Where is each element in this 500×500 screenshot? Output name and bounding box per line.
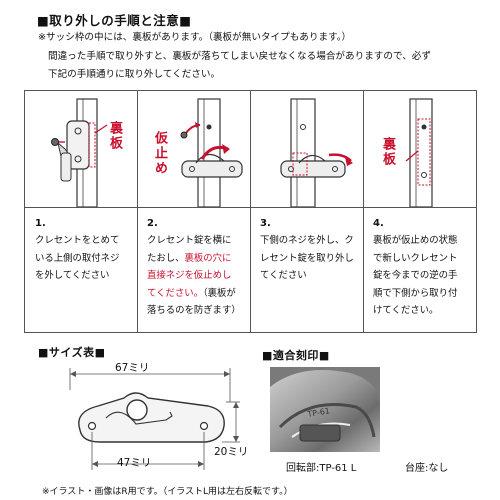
height-label: 20ミリ: [214, 446, 249, 458]
step-4-number: 4.: [373, 218, 384, 229]
width-top-label: 67ミリ: [115, 362, 150, 374]
step-3-text: 下側のネジを外し、ク レセント錠を取り外し てください: [260, 235, 354, 281]
step-2-text: クレセント錠を横に たおし、裏板の穴に 直接ネジを仮止めし てください。（裏板が…: [147, 235, 241, 316]
size-diagram: [69, 368, 240, 470]
note-line-2: 間違った手順で取り外すと、裏板が落ちてしまい戻せなくなる場合がありますので、必ず: [48, 51, 431, 62]
step-1-illustration: [51, 98, 108, 207]
step-4-illustration: [405, 98, 433, 207]
step-2: 仮止め 2. クレセント錠を横に たおし、裏板の穴に 直接ネジを仮止めし てくだ…: [138, 91, 251, 332]
step-2-label: 仮止め: [152, 131, 167, 176]
note-line-3: 下記の手順通りに取り外してください。: [48, 69, 221, 80]
rotation-label: 回転部:TP-61 L: [286, 463, 357, 474]
footer-note: ※イラスト・画像はR用です。（イラストL用は左右反転です。）: [42, 487, 293, 497]
note-line-1: ※サッシ枠の中には、裏板があります。（裏板が無いタイプもあります。）: [38, 32, 352, 43]
step-4-text: 裏板が仮止めの状態 で新しいクレセント 錠を今までの逆の手 順で下側から取り付 …: [373, 235, 458, 316]
stamp-photo: TP-61: [270, 367, 380, 452]
steps-table: 裏板 1. クレセントをとめて いる上側の取付ネジ を外してください 仮止め 2…: [24, 90, 477, 333]
step-4-label: 裏板: [380, 137, 395, 167]
width-bottom-label: 47ミリ: [117, 457, 152, 469]
size-table-title: ■サイズ表■: [38, 346, 106, 359]
step-3: 3. 下側のネジを外し、ク レセント錠を取り外し てください: [251, 91, 364, 332]
step-2-number: 2.: [147, 218, 158, 229]
stamp-title: ■適合刻印■: [262, 349, 330, 362]
base-label: 台座:なし: [405, 463, 449, 474]
step-1-text: クレセントをとめて いる上側の取付ネジ を外してください: [35, 235, 120, 281]
svg-text:TP-61: TP-61: [306, 406, 331, 419]
step-3-illustration: [280, 98, 353, 207]
step-2-illustration: [180, 98, 243, 207]
step-1-number: 1.: [35, 218, 46, 229]
step-4: 裏板 4. 裏板が仮止めの状態 で新しいクレセント 錠を今までの逆の手 順で下側…: [364, 91, 478, 332]
step-1-label: 裏板: [107, 121, 122, 151]
step-1: 裏板 1. クレセントをとめて いる上側の取付ネジ を外してください: [25, 91, 138, 332]
page-title: ■取り外しの手順と注意■: [37, 13, 192, 28]
step-3-number: 3.: [260, 218, 271, 229]
